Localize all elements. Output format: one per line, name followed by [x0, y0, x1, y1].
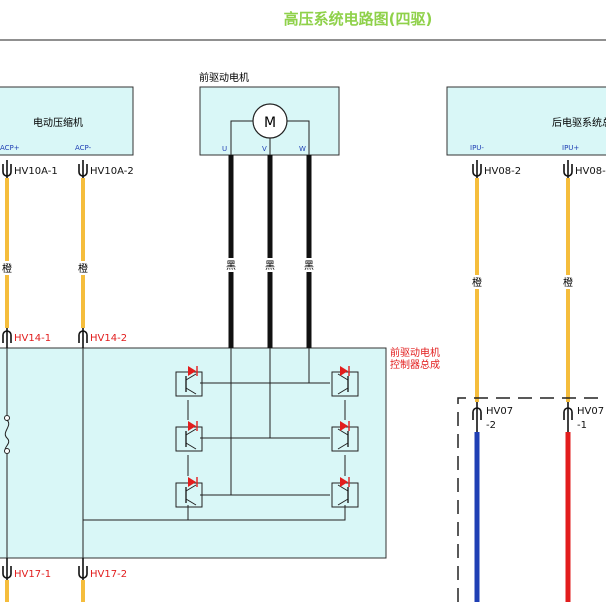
connector-label-hv14-2: HV14-2 — [90, 333, 127, 344]
wire-color-black-2: 黑 — [265, 260, 275, 272]
wire-color-orange-4: 橙 — [563, 276, 573, 289]
phase-v-label: V — [262, 145, 267, 153]
rear-pin-pos: IPU+ — [562, 144, 579, 152]
wire-label-bg-1 — [0, 261, 14, 275]
connector-hv07-2 — [472, 402, 482, 432]
wire-color-orange-3: 橙 — [472, 276, 482, 289]
connector-hv10a-2 — [78, 160, 88, 178]
connector-hv14-2 — [78, 328, 88, 348]
rear-drive-box — [446, 86, 606, 156]
wire-label-bg-3 — [470, 275, 484, 289]
wire-color-orange-1: 橙 — [2, 262, 12, 275]
connector-label-hv17-2: HV17-2 — [90, 569, 127, 580]
connector-label-hv07-1a: HV07 — [577, 406, 604, 417]
connector-label-hv07-1b: -1 — [577, 420, 587, 431]
motor-lead-w — [287, 120, 310, 155]
connector-label-hv07-2a: HV07 — [486, 406, 513, 417]
wire-label-bg-5 — [224, 258, 238, 272]
connector-label-hv14-1: HV14-1 — [14, 333, 51, 344]
wire-label-bg-7 — [302, 258, 316, 272]
wire-color-black-3: 黑 — [304, 260, 314, 272]
igbt-right-2 — [331, 421, 359, 452]
wire-label-bg-6 — [263, 258, 277, 272]
motor-lead-u — [230, 120, 253, 155]
connector-hv17-1 — [2, 558, 12, 580]
rear-dashed-enclosure — [457, 397, 606, 602]
connector-hv14-1 — [2, 328, 12, 348]
fuse-icon — [4, 415, 10, 454]
connector-label-hv08-1: HV08- — [575, 166, 606, 177]
connector-label-hv17-1: HV17-1 — [14, 569, 51, 580]
igbt-left-1 — [175, 366, 203, 397]
connector-label-hv07-2b: -2 — [486, 420, 496, 431]
compressor-label: 电动压缩机 — [33, 116, 83, 129]
phase-u-label: U — [222, 145, 227, 153]
igbt-left-2 — [175, 421, 203, 452]
wire-color-orange-2: 橙 — [78, 262, 88, 275]
connector-hv10a-1 — [2, 160, 12, 178]
diagram-title: 高压系统电路图(四驱) — [283, 10, 433, 28]
wire-label-bg-4 — [561, 275, 575, 289]
motor-symbol-label: M — [264, 115, 276, 131]
wire-color-black-1: 黑 — [226, 260, 236, 272]
dc-neg-bus — [83, 505, 346, 521]
connector-hv07-1 — [563, 402, 573, 432]
wire-label-bg-2 — [76, 261, 90, 275]
igbt-right-1 — [331, 366, 359, 397]
connector-label-hv10a-2: HV10A-2 — [90, 166, 134, 177]
controller-label-2: 控制器总成 — [390, 358, 440, 371]
connector-label-hv08-2: HV08-2 — [484, 166, 521, 177]
compressor-pin-neg: ACP- — [75, 144, 92, 152]
connector-hv08-2 — [472, 160, 482, 178]
compressor-pin-pos: ACP+ — [0, 144, 20, 152]
front-motor-header: 前驱动电机 — [199, 71, 249, 84]
compressor-box — [0, 86, 134, 156]
igbt-left-3 — [175, 477, 203, 508]
connector-hv17-2 — [78, 558, 88, 580]
controller-label-1: 前驱动电机 — [390, 346, 440, 359]
connector-label-hv10a-1: HV10A-1 — [14, 166, 58, 177]
phase-w-label: W — [299, 145, 306, 153]
connector-hv08-1 — [563, 160, 573, 178]
igbt-right-3 — [331, 477, 359, 508]
rear-drive-label: 后电驱系统总 — [552, 116, 606, 129]
front-controller-box — [0, 347, 387, 559]
rear-pin-neg: IPU- — [470, 144, 484, 152]
